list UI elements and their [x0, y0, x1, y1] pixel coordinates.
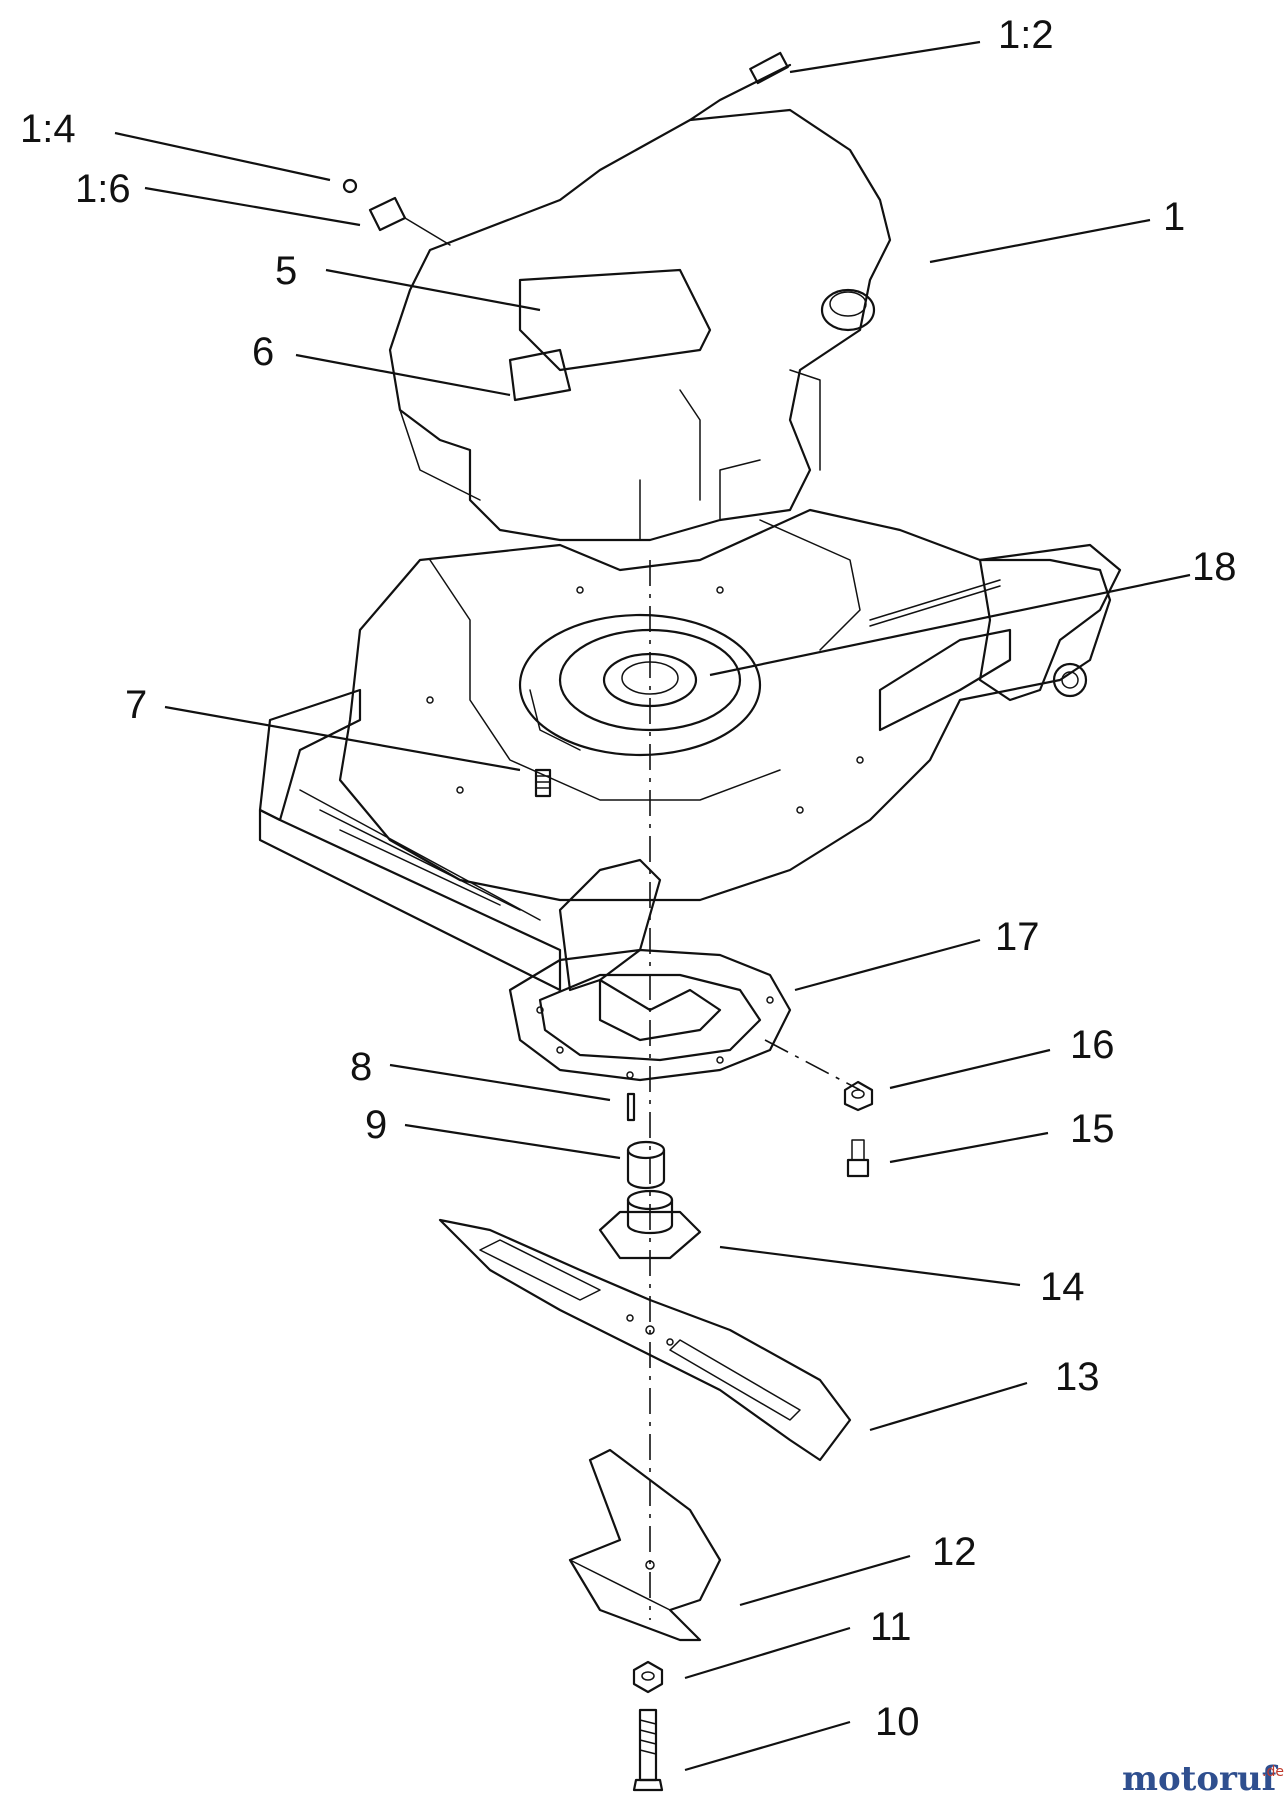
callout-13: 13	[1055, 1355, 1100, 1399]
decal-part-6	[508, 348, 572, 402]
callout-1-2: 1:2	[998, 13, 1054, 57]
mulching-blade-part-12	[568, 1448, 722, 1642]
callout-14: 14	[1040, 1265, 1085, 1309]
callout-18: 18	[1192, 545, 1237, 589]
screw-part-1-4	[342, 178, 358, 194]
watermark-brand: motoruf	[1122, 1759, 1279, 1799]
cable-part-1-2	[688, 63, 792, 122]
bolt-part-10	[632, 1708, 664, 1792]
callout-5: 5	[275, 249, 297, 293]
callout-7: 7	[125, 683, 147, 727]
callout-8: 8	[350, 1045, 372, 1089]
callout-15: 15	[1070, 1107, 1115, 1151]
callout-10: 10	[875, 1700, 920, 1744]
clip-part-1-6	[368, 196, 407, 232]
callout-11: 11	[870, 1605, 912, 1649]
mower-deck	[258, 508, 1122, 992]
blade-adapter-part-14	[598, 1189, 702, 1260]
bearing-housing-part-18	[518, 613, 762, 757]
callout-9: 9	[365, 1103, 387, 1147]
key-part-8	[626, 1092, 636, 1122]
nut-part-11	[632, 1660, 664, 1694]
watermark-suffix: .de	[1262, 1764, 1284, 1780]
callout-labels: 1:2 1:4 1:6 1 5 6 18 7 17 8 16 9 15 14 1…	[20, 13, 1237, 1744]
callout-17: 17	[995, 915, 1040, 959]
decal-part-5	[518, 268, 712, 372]
bolt-part-7	[534, 768, 552, 798]
engine-part-1	[342, 51, 892, 542]
callout-6: 6	[252, 330, 274, 374]
baffle-plate-part-17	[508, 948, 792, 1082]
leader-lines	[114, 40, 1191, 1772]
callout-1-4: 1:4	[20, 107, 76, 151]
callout-1-6: 1:6	[75, 167, 131, 211]
nut-part-16	[843, 1080, 874, 1112]
callout-1: 1	[1163, 195, 1185, 239]
blade-part-13	[438, 1218, 852, 1462]
spacer-part-9	[626, 1140, 666, 1190]
callout-12: 12	[932, 1530, 977, 1574]
screw-part-15	[846, 1139, 870, 1178]
watermark-logo: motoruf .de	[1122, 1759, 1284, 1799]
callout-16: 16	[1070, 1023, 1115, 1067]
